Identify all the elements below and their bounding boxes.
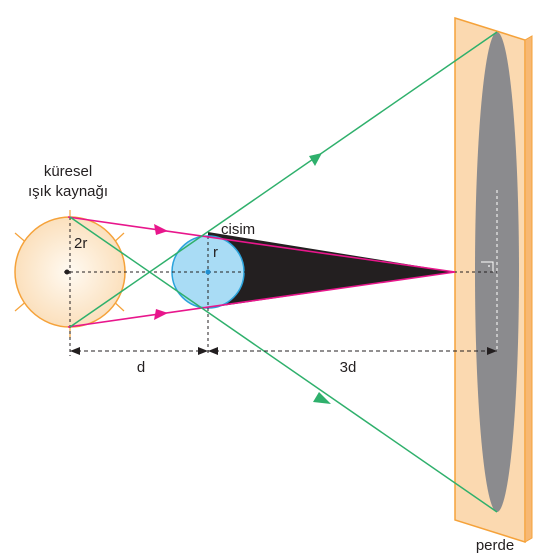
umbra-ray-arrow-top xyxy=(154,224,168,235)
penumbra-ray-arrow-up xyxy=(309,153,322,166)
object-label: cisim xyxy=(221,221,255,238)
source-label-line1: küresel xyxy=(44,163,92,180)
source-center-dot xyxy=(64,269,70,275)
right-angle-mark xyxy=(481,261,494,272)
source-label-line2: ışık kaynağı xyxy=(28,183,108,200)
distance-d-label: d xyxy=(137,359,145,376)
penumbra-ray-arrow-down xyxy=(313,392,331,404)
object-radius-label: r xyxy=(213,244,218,261)
distance-3d-label: 3d xyxy=(340,359,357,376)
screen-side-face xyxy=(524,35,533,543)
umbra-ray-arrow-bottom xyxy=(154,309,168,320)
source-radius-label: 2r xyxy=(74,235,87,252)
object-center-dot xyxy=(205,269,211,275)
distance-arrowheads xyxy=(70,347,497,355)
penumbra-rays xyxy=(69,31,498,513)
umbra-rays xyxy=(67,216,456,328)
screen-label: perde xyxy=(476,537,514,554)
screen xyxy=(454,16,533,544)
umbra-region xyxy=(208,232,455,308)
